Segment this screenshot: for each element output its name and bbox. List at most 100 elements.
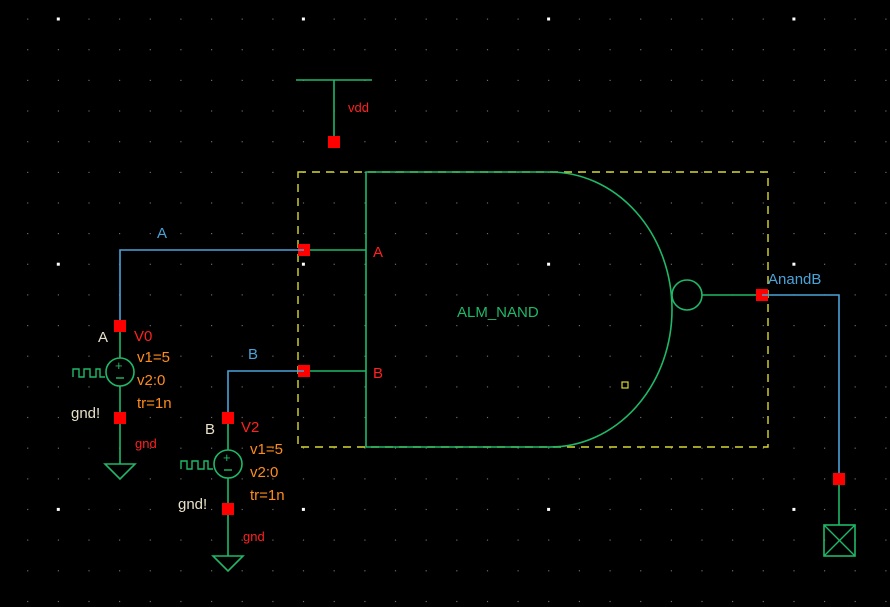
grid-dot (241, 539, 243, 541)
grid-dot (333, 202, 335, 204)
grid-dot (88, 141, 90, 143)
grid-dot (609, 49, 611, 51)
v2-param-v1: v1=5 (250, 441, 283, 458)
grid-dot (885, 416, 887, 419)
grid-dot (272, 18, 274, 20)
vdd-pin[interactable] (328, 136, 340, 148)
grid-dot (517, 600, 519, 603)
grid-dot (394, 263, 397, 265)
grid-dot (885, 325, 887, 327)
grid-dot (425, 233, 427, 235)
grid-dot (425, 18, 427, 20)
wire-net-a[interactable] (119, 249, 304, 326)
grid-dot (793, 79, 795, 81)
grid-dot (854, 325, 856, 327)
grid-dot (425, 110, 427, 112)
grid-dot (57, 478, 59, 480)
output-pin-anandb[interactable] (823, 473, 856, 557)
grid-dot (149, 171, 151, 173)
grid-dot (27, 110, 29, 112)
voltage-source-v2[interactable]: + B V2 v1=5 v2:0 tr=1n gnd! gnd (178, 412, 285, 573)
grid-dot (149, 18, 151, 20)
grid-dot (640, 49, 642, 51)
grid-dot (732, 600, 734, 603)
wire-net-b[interactable] (227, 370, 304, 418)
grid-dot (180, 600, 182, 603)
v0-param-tr: tr=1n (137, 395, 172, 412)
grid-dot (211, 79, 213, 81)
grid-dot (272, 263, 274, 265)
v0-minus-pin[interactable] (114, 412, 126, 424)
grid-dot (88, 18, 90, 20)
grid-dot (486, 325, 489, 327)
grid-dot (486, 478, 489, 480)
grid-dot (456, 263, 458, 265)
grid-dot (333, 355, 335, 357)
v0-plus-pin[interactable] (114, 320, 126, 332)
grid-dot (486, 79, 489, 81)
grid-dot (149, 355, 151, 357)
grid-dot (119, 141, 121, 143)
nand-gate-instance[interactable]: A B ALM_NAND (297, 171, 769, 448)
vdd-supply[interactable]: vdd (296, 79, 372, 148)
grid-dot (57, 202, 59, 204)
grid-dot (732, 141, 734, 143)
grid-dot (57, 447, 59, 449)
grid-dot (333, 508, 335, 511)
ground-symbol-icon (103, 463, 137, 481)
grid-dot (394, 600, 397, 603)
grid-dot (456, 447, 458, 449)
grid-dot (302, 447, 305, 449)
grid-dot (578, 508, 580, 511)
grid-dot (701, 325, 703, 327)
grid-dot (211, 110, 213, 112)
voltage-source-v0[interactable]: + A V0 v1=5 v2:0 tr=1n gnd! gnd (71, 320, 172, 481)
grid-dot (57, 79, 59, 81)
grid-dot (824, 386, 826, 388)
v2-minus-pin[interactable] (222, 503, 234, 515)
grid-dot (517, 263, 519, 265)
grid-dot (364, 18, 366, 20)
grid-dot (302, 600, 305, 603)
grid-dot (27, 386, 29, 388)
grid-dot (670, 508, 672, 511)
grid-dot (885, 79, 887, 81)
grid-dot (425, 600, 427, 603)
grid-dot (670, 416, 672, 419)
grid-dot (793, 202, 795, 204)
grid-dot (609, 18, 611, 20)
grid-dot (609, 141, 611, 143)
grid-dot (333, 478, 335, 480)
grid-dot (762, 600, 764, 603)
grid-dot (701, 110, 703, 112)
grid-dot (701, 355, 703, 357)
grid-dot (609, 386, 611, 388)
grid-dot (57, 416, 59, 419)
grid-dot (272, 600, 274, 603)
v2-plus-pin[interactable] (222, 412, 234, 424)
grid-dot (394, 141, 397, 143)
grid-dot (272, 508, 274, 511)
wire-net-output[interactable] (762, 294, 840, 479)
grid-dot (272, 233, 274, 235)
grid-dot (578, 110, 580, 112)
grid-dot (364, 355, 366, 357)
grid-dot (241, 141, 243, 143)
grid-dot (885, 141, 887, 143)
v2-ground-terminal-label: gnd! (178, 496, 207, 513)
v2-param-tr: tr=1n (250, 487, 285, 504)
grid-dot (701, 141, 703, 143)
grid-major-dot (547, 17, 551, 21)
grid-dot (88, 263, 90, 265)
grid-dot (578, 18, 580, 20)
grid-dot (57, 325, 59, 327)
output-net-pin[interactable] (833, 473, 845, 485)
grid-dot (333, 447, 335, 449)
grid-dot (272, 294, 274, 296)
grid-dot (640, 570, 642, 572)
grid-dot (640, 355, 642, 357)
grid-dot (486, 416, 489, 419)
grid-dot (211, 18, 213, 20)
grid-dot (180, 508, 182, 511)
